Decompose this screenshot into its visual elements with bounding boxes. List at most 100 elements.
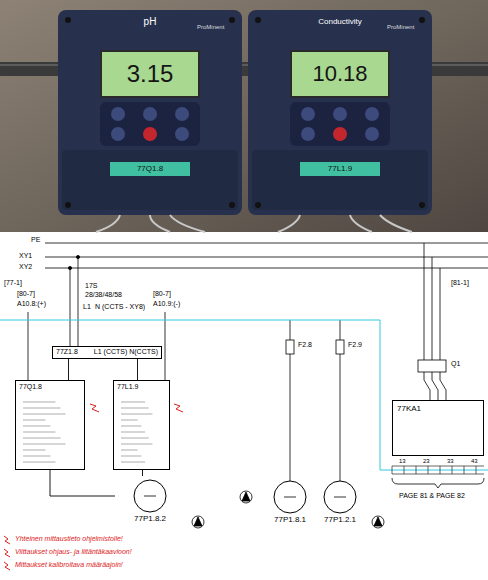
controller-body xyxy=(301,107,315,121)
terminal-rows xyxy=(23,408,61,409)
cable xyxy=(96,215,120,232)
terminal-name: 17S xyxy=(84,282,98,290)
cable xyxy=(350,215,372,232)
pump-symbol xyxy=(192,516,204,528)
motor-circle xyxy=(134,480,166,512)
node-label: 77Z1.8 xyxy=(56,348,78,356)
node-label: 77P1.2.1 xyxy=(324,515,356,524)
schematic xyxy=(28,312,29,380)
controller-body xyxy=(248,10,432,215)
node-label: Conductivity xyxy=(318,17,362,26)
terminal-rows xyxy=(121,432,145,433)
terminal-strip xyxy=(404,466,405,474)
schematic xyxy=(340,320,341,481)
warning-flag xyxy=(4,549,10,557)
terminal-name: A10.9:(-) xyxy=(152,300,181,308)
wire-connector xyxy=(137,359,138,380)
terminal-rows xyxy=(23,456,51,457)
page-reference: [77-1] xyxy=(3,279,23,287)
display-value: 10.18 xyxy=(290,50,390,98)
pump-motor: 77P1.8.2 xyxy=(115,476,185,528)
controller-body xyxy=(111,127,125,141)
warning-note: Mittaukset kalibroitava määräajoin! xyxy=(14,561,124,569)
controller-box: 77L1.9 xyxy=(113,380,170,470)
pump-symbol xyxy=(372,516,384,528)
terminal-number: 13 xyxy=(398,458,407,465)
controller-body xyxy=(65,17,71,23)
terminal-rows xyxy=(23,438,61,439)
terminal-rows xyxy=(23,432,56,433)
warning-flag xyxy=(90,404,99,412)
controller-body xyxy=(62,150,238,210)
pump-symbol xyxy=(240,491,252,503)
terminal-rows xyxy=(121,402,145,403)
signal-name: N (CCTS - XY8) xyxy=(94,303,146,311)
terminal-number: 33 xyxy=(446,458,455,465)
terminal-number: 43 xyxy=(470,458,479,465)
terminal-rows xyxy=(23,420,46,421)
cable xyxy=(278,215,300,232)
display-value: 3.15 xyxy=(100,50,200,98)
brand-label: ProMinent xyxy=(386,24,415,31)
wire-connector xyxy=(50,470,115,496)
node-label: 77KA1 xyxy=(397,404,421,413)
controller: pH 3.15 77Q1.8 xyxy=(58,10,242,215)
controller-body xyxy=(290,102,390,146)
brand-label: ProMinent xyxy=(196,24,225,31)
terminal-rows xyxy=(121,462,145,463)
schematic xyxy=(165,312,166,380)
controller-body xyxy=(252,150,428,210)
terminal-rows xyxy=(23,462,56,463)
cable xyxy=(170,215,205,232)
motor-shaft xyxy=(144,496,156,497)
controller-box: 77Q1.8 xyxy=(15,380,85,470)
controller-body xyxy=(58,10,242,215)
controller-body xyxy=(365,107,379,121)
controller-body xyxy=(301,127,315,141)
cable xyxy=(96,215,412,232)
node-label: 77L1.9 xyxy=(117,383,138,391)
pump-motor: 77P1.8.1 xyxy=(265,477,315,529)
controller-body xyxy=(175,127,189,141)
tag-plate: 77Q1.8 xyxy=(110,162,190,176)
motor-circle xyxy=(274,481,306,513)
node-label: pH xyxy=(144,16,157,28)
warning-flag xyxy=(4,536,10,544)
bus-name: XY1 xyxy=(18,252,33,260)
terminal-rows xyxy=(23,402,152,462)
contactor-name: Q1 xyxy=(450,360,461,368)
controller: Conductivity 10.18 77L1.9 xyxy=(248,10,432,215)
pump-symbol xyxy=(194,517,202,526)
tag-plate: 77L1.9 xyxy=(300,162,380,176)
page-reference: [81-1] xyxy=(450,279,470,287)
terminal-strip xyxy=(452,466,453,474)
terminal-rows xyxy=(23,444,66,445)
terminal-strip xyxy=(476,466,477,474)
terminal-strip xyxy=(416,466,417,474)
terminal-strip xyxy=(392,466,484,474)
controller-body xyxy=(143,107,157,121)
motor-circle xyxy=(115,476,185,514)
controller-body xyxy=(333,127,347,141)
cable xyxy=(150,215,170,232)
warning-flag xyxy=(4,562,10,570)
controller-body xyxy=(419,17,425,23)
pump-symbol xyxy=(374,517,382,526)
schematic xyxy=(45,243,488,244)
schematic xyxy=(392,478,484,488)
schematic xyxy=(68,266,71,269)
motor-circle xyxy=(265,477,315,515)
node-label: 77Q1.8 xyxy=(137,164,163,173)
controller-body xyxy=(333,107,347,121)
terminal-strip xyxy=(440,466,441,474)
controller-body xyxy=(365,127,379,141)
terminal-rows xyxy=(121,408,149,409)
terminal-strip xyxy=(464,466,465,474)
terminal-box: 77Z1.8L1 (CCTS) N(CCTS) xyxy=(52,346,162,359)
wire-connector xyxy=(142,470,143,476)
node-label: 77P1.8.2 xyxy=(134,514,166,523)
terminal-name: A10.8:(+) xyxy=(16,300,47,308)
controller-body xyxy=(100,102,200,146)
terminal-strip xyxy=(392,466,393,474)
